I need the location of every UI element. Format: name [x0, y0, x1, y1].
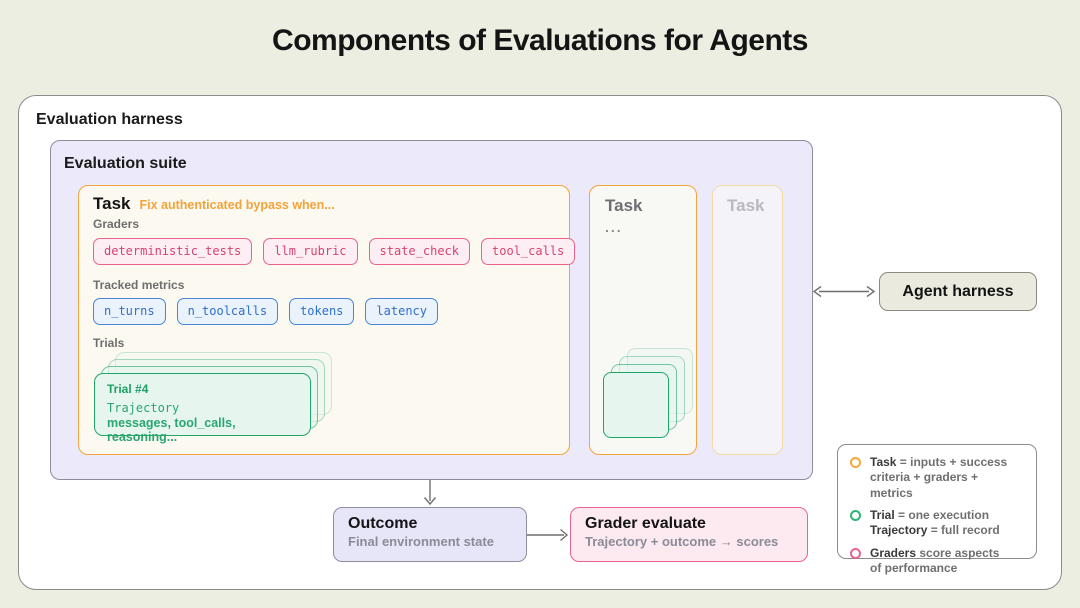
legend-item-graders: Graders score aspects of performance [850, 546, 1024, 577]
grader-evaluate-box: Grader evaluate Trajectory + outcome → s… [570, 507, 808, 562]
trial-card-back [611, 364, 677, 430]
metric-pill: n_turns [93, 298, 166, 325]
grader-pill: tool_calls [481, 238, 576, 265]
trial-card-back [101, 366, 318, 429]
green-circle-icon [850, 510, 861, 522]
task-title: Task [605, 196, 643, 215]
trial-card-back [619, 356, 685, 422]
task-title: Task [727, 196, 765, 215]
metric-pill-row: n_turns n_toolcalls tokens latency [93, 298, 438, 325]
agent-harness-label: Agent harness [902, 282, 1014, 300]
bidirectional-arrow-icon [812, 285, 876, 298]
metric-pill: n_toolcalls [176, 298, 279, 325]
task-subtitle: Fix authenticated bypass when... [139, 198, 335, 212]
graders-label: Graders [93, 217, 140, 231]
task-card-primary: Task Fix authenticated bypass when... Gr… [78, 185, 576, 455]
trial-card-back [115, 352, 332, 415]
evaluation-harness-label: Evaluation harness [36, 111, 183, 128]
trial-card-back [627, 348, 693, 414]
metric-pill: tokens [289, 298, 355, 325]
legend-text: Trial = one execution Trajectory = full … [870, 508, 1000, 538]
legend-text: Task = inputs + success criteria + grade… [870, 455, 1008, 500]
trial-title: Trial #4 [107, 382, 149, 396]
grader-evaluate-subtitle: Trajectory + outcome → scores [585, 534, 779, 549]
legend-item-trial: Trial = one execution Trajectory = full … [850, 508, 1024, 539]
grader-pill-row: deterministic_tests llm_rubric state_che… [93, 238, 576, 265]
orange-circle-icon [850, 457, 861, 468]
right-arrow-icon [527, 528, 569, 542]
legend-text: Graders score aspects of performance [870, 545, 1000, 576]
outcome-subtitle: Final environment state [348, 534, 494, 549]
task-header: Task Fix authenticated bypass when... [93, 194, 335, 214]
agent-harness-box: Agent harness [879, 272, 1037, 311]
grader-evaluate-title: Grader evaluate [585, 515, 706, 532]
trials-label: Trials [93, 336, 125, 350]
outcome-box: Outcome Final environment state [333, 507, 527, 562]
evaluation-suite-label: Evaluation suite [64, 155, 187, 172]
grader-pill: deterministic_tests [93, 238, 253, 265]
outcome-title: Outcome [348, 515, 418, 532]
pink-circle-icon [850, 547, 861, 559]
trial-card-back [108, 359, 325, 422]
metric-pill: latency [365, 298, 438, 325]
grader-pill: state_check [368, 238, 471, 265]
trial-trajectory-detail: messages, tool_calls, reasoning... [107, 416, 236, 444]
task-card-second: Task ... [589, 185, 697, 455]
task-title: Task [93, 194, 131, 213]
grader-pill: llm_rubric [263, 238, 358, 265]
task-card-third: Task [712, 185, 783, 455]
page-title: Components of Evaluations for Agents [272, 24, 808, 57]
task-ellipsis: ... [605, 219, 623, 235]
legend-box: Task = inputs + success criteria + grade… [837, 444, 1037, 575]
legend-item-task: Task = inputs + success criteria + grade… [850, 455, 1024, 501]
trial-card: Trial #4 Trajectory messages, tool_calls… [94, 373, 311, 444]
trial-trajectory-label: Trajectory [107, 401, 180, 415]
down-arrow-icon [423, 480, 437, 506]
trial-card [603, 372, 669, 438]
tracked-metrics-label: Tracked metrics [93, 278, 185, 292]
